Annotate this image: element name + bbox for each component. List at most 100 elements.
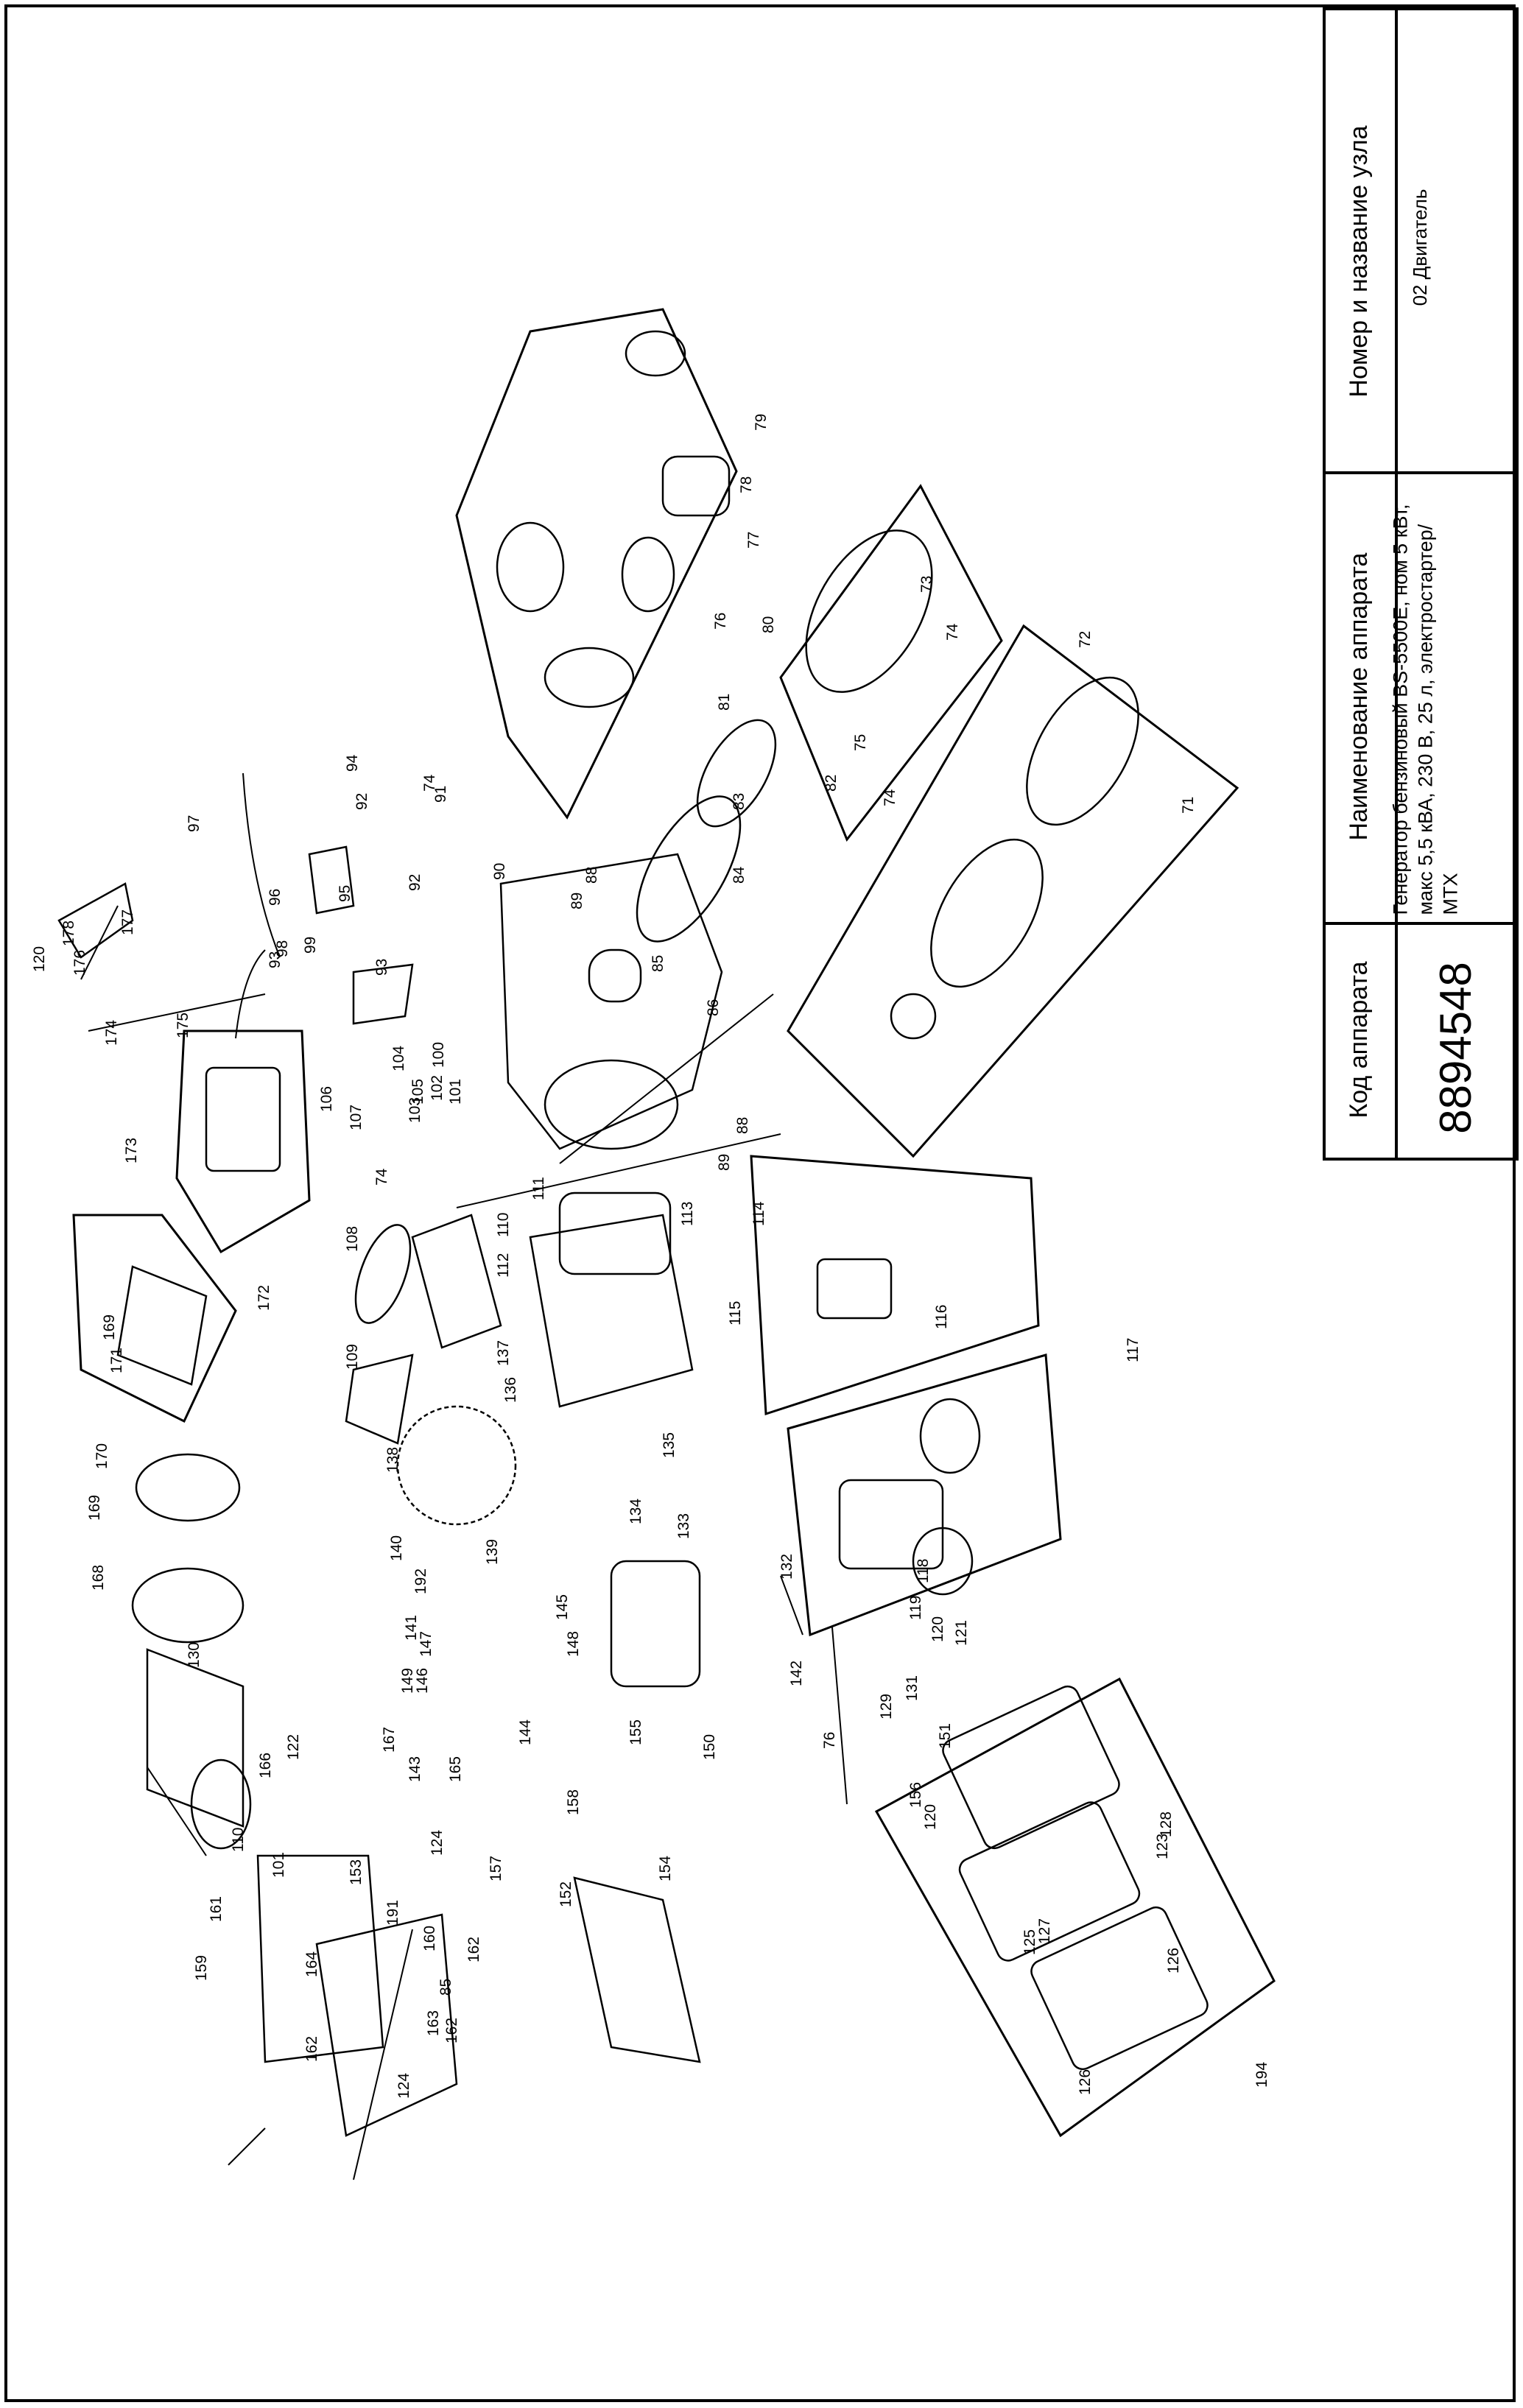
crankshaft-shape — [411, 1214, 502, 1349]
part-label-101: 101 — [270, 1852, 287, 1878]
part-label-106: 106 — [318, 1086, 335, 1112]
part-label-97: 97 — [186, 815, 203, 832]
part-label-135: 135 — [661, 1432, 678, 1458]
part-label-118: 118 — [915, 1559, 932, 1583]
part-label-79: 79 — [753, 414, 770, 431]
cylinder-head-shape — [529, 1214, 694, 1408]
part-label-119: 119 — [907, 1596, 924, 1620]
part-label-138: 138 — [384, 1447, 401, 1473]
part-label-164: 164 — [303, 1951, 320, 1977]
part-label-101: 101 — [447, 1079, 464, 1105]
part-label-85: 85 — [437, 1979, 454, 1996]
part-label-102: 102 — [429, 1075, 446, 1101]
part-label-85: 85 — [650, 955, 666, 972]
part-label-155: 155 — [627, 1719, 644, 1745]
part-label-92: 92 — [354, 793, 370, 810]
device-name-value: Генератор бензиновый BS-5500E, ном 5 кВт… — [1389, 504, 1462, 915]
part-label-156: 156 — [907, 1782, 924, 1808]
part-label-166: 166 — [257, 1753, 274, 1778]
part-label-110: 110 — [230, 1828, 247, 1852]
starter-group-outline — [455, 308, 738, 820]
part-label-162: 162 — [465, 1937, 482, 1962]
part-label-152: 152 — [558, 1881, 574, 1907]
part-label-111: 111 — [530, 1177, 547, 1200]
part-label-165: 165 — [447, 1756, 464, 1782]
part-label-98: 98 — [274, 940, 291, 957]
part-label-84: 84 — [731, 866, 748, 884]
part-label-153: 153 — [348, 1859, 365, 1885]
device-name-header: Наименование аппарата — [1345, 552, 1373, 841]
part-label-88: 88 — [734, 1117, 751, 1134]
conrod-group-outline — [72, 1214, 237, 1423]
part-label-150: 150 — [701, 1734, 718, 1760]
crankcase-shape — [499, 853, 723, 1150]
part-label-90: 90 — [491, 863, 508, 880]
part-label-115: 115 — [727, 1301, 744, 1326]
node-name-value: 02 Двигатель — [1409, 189, 1431, 306]
part-label-149: 149 — [399, 1668, 416, 1694]
part-label-75: 75 — [852, 734, 869, 751]
part-label-86: 86 — [705, 999, 722, 1016]
part-label-122: 122 — [285, 1734, 302, 1760]
part-label-73: 73 — [918, 576, 935, 593]
bracket-group-outline — [750, 1155, 1040, 1416]
part-label-127: 127 — [1036, 1918, 1053, 1944]
part-label-93: 93 — [373, 959, 390, 976]
part-label-147: 147 — [418, 1631, 435, 1657]
part-label-151: 151 — [937, 1723, 954, 1749]
part-label-125: 125 — [1021, 1929, 1038, 1955]
device-code-header: Код аппарата — [1345, 961, 1373, 1119]
part-label-74: 74 — [944, 623, 961, 641]
part-label-159: 159 — [193, 1955, 210, 1981]
part-label-99: 99 — [302, 937, 319, 954]
part-label-74: 74 — [421, 774, 438, 792]
part-label-103: 103 — [407, 1097, 423, 1123]
part-label-94: 94 — [344, 754, 361, 772]
part-label-191: 191 — [384, 1900, 401, 1926]
part-label-71: 71 — [1180, 797, 1197, 814]
part-label-91: 91 — [432, 786, 449, 803]
part-label-130: 130 — [186, 1642, 203, 1668]
part-label-129: 129 — [878, 1694, 895, 1719]
recoil-group-outline — [787, 624, 1239, 1158]
part-label-113: 113 — [679, 1202, 696, 1226]
part-label-107: 107 — [348, 1105, 365, 1130]
part-label-74: 74 — [373, 1168, 390, 1186]
part-label-126: 126 — [1077, 2069, 1094, 2095]
part-label-177: 177 — [119, 909, 136, 935]
part-label-142: 142 — [788, 1661, 805, 1686]
part-label-170: 170 — [94, 1443, 110, 1469]
part-label-160: 160 — [421, 1926, 438, 1951]
airfilter-group-outline — [874, 1677, 1276, 2138]
part-label-123: 123 — [1154, 1834, 1171, 1859]
part-label-161: 161 — [208, 1896, 225, 1922]
part-label-163: 163 — [425, 2010, 442, 2036]
part-label-78: 78 — [738, 476, 755, 493]
title-block: Номер и название узла Наименование аппар… — [1323, 7, 1519, 1161]
part-label-174: 174 — [103, 1020, 120, 1046]
part-label-76: 76 — [712, 613, 729, 630]
part-label-114: 114 — [750, 1201, 767, 1226]
device-code-value: 8894548 — [1431, 962, 1480, 1134]
part-label-148: 148 — [565, 1631, 582, 1657]
part-label-96: 96 — [267, 889, 284, 906]
part-label-80: 80 — [760, 616, 777, 633]
part-label-192: 192 — [412, 1569, 429, 1594]
part-label-176: 176 — [71, 950, 88, 976]
shroud-group-outline — [779, 484, 1003, 842]
part-label-145: 145 — [554, 1594, 571, 1620]
part-label-89: 89 — [716, 1154, 733, 1171]
part-label-117: 117 — [1125, 1338, 1142, 1362]
part-label-93: 93 — [267, 951, 284, 968]
part-label-76: 76 — [821, 1732, 838, 1749]
part-label-77: 77 — [745, 532, 762, 549]
part-label-137: 137 — [495, 1340, 512, 1366]
part-label-132: 132 — [778, 1554, 795, 1580]
part-label-126: 126 — [1165, 1948, 1182, 1974]
muffler-shape — [315, 1913, 458, 2137]
carb-group-outline — [787, 1353, 1062, 1637]
part-label-95: 95 — [337, 885, 354, 902]
part-label-169: 169 — [101, 1314, 118, 1340]
part-label-120: 120 — [922, 1804, 939, 1830]
part-label-154: 154 — [657, 1856, 674, 1881]
